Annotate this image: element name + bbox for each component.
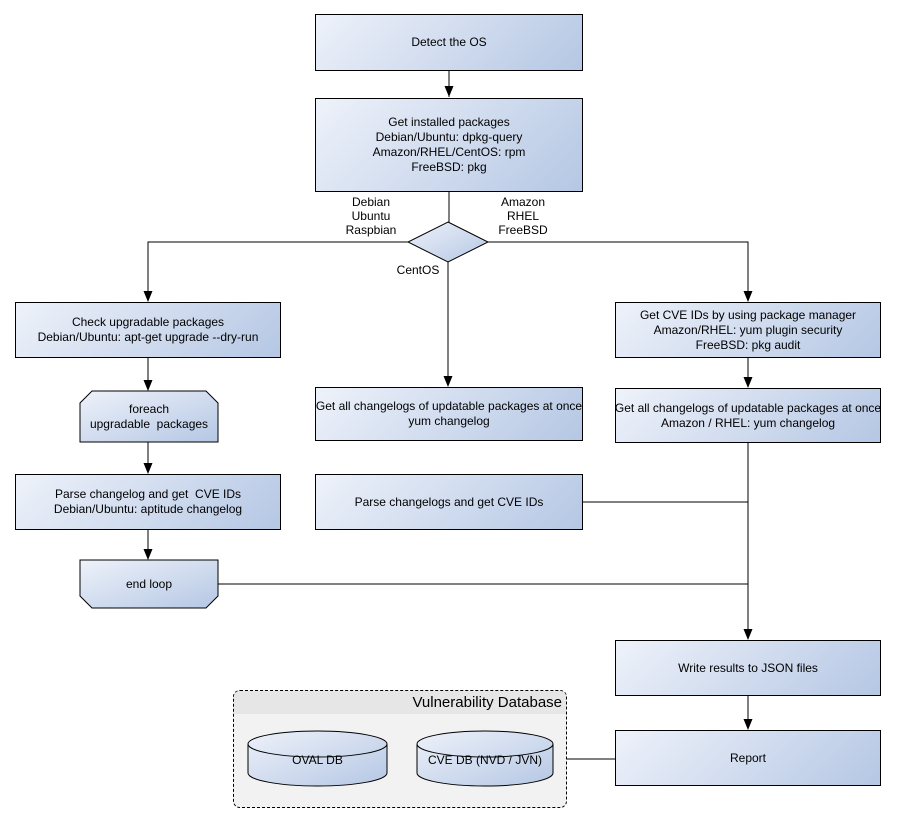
- node-write-results-json: Write results to JSON files: [615, 640, 881, 696]
- foreach-loop-label: foreach upgradable packages: [89, 401, 209, 431]
- node-report: Report: [615, 730, 881, 786]
- node-parse-changelogs-centos: Parse changelogs and get CVE IDs: [315, 474, 583, 530]
- end-loop-shape: [79, 559, 219, 609]
- os-decision-diamond: [406, 221, 490, 263]
- node-detect-os: Detect the OS: [315, 14, 583, 71]
- node-get-installed-packages: Get installed packages Debian/Ubuntu: dp…: [315, 98, 583, 192]
- vulnerability-database-title: Vulnerability Database: [412, 694, 562, 711]
- node-parse-changelog-debian: Parse changelog and get CVE IDs Debian/U…: [15, 474, 281, 530]
- arrowheads: [143, 86, 753, 730]
- node-check-upgradable-packages: Check upgradable packages Debian/Ubuntu:…: [15, 302, 281, 358]
- end-loop-label: end loop: [125, 576, 173, 591]
- vulnerability-database-header: Vulnerability Database: [234, 691, 566, 714]
- branch-label-amazon-rhel-freebsd: Amazon RHEL FreeBSD: [498, 195, 548, 237]
- branch-label-centos: CentOS: [396, 263, 440, 277]
- cve-db-cylinder: [416, 730, 554, 787]
- oval-db-cylinder: [247, 730, 388, 787]
- node-get-cve-ids-package-manager: Get CVE IDs by using package manager Ama…: [615, 302, 881, 358]
- oval-db-label: OVAL DB: [292, 752, 343, 767]
- cve-db-label: CVE DB (NVD / JVN): [427, 752, 542, 767]
- branch-label-debian-ubuntu-raspbian: Debian Ubuntu Raspbian: [345, 195, 397, 237]
- foreach-loop-shape: [79, 390, 219, 443]
- node-get-changelogs-amazon-rhel: Get all changelogs of updatable packages…: [615, 388, 881, 443]
- node-get-changelogs-centos: Get all changelogs of updatable packages…: [315, 387, 583, 441]
